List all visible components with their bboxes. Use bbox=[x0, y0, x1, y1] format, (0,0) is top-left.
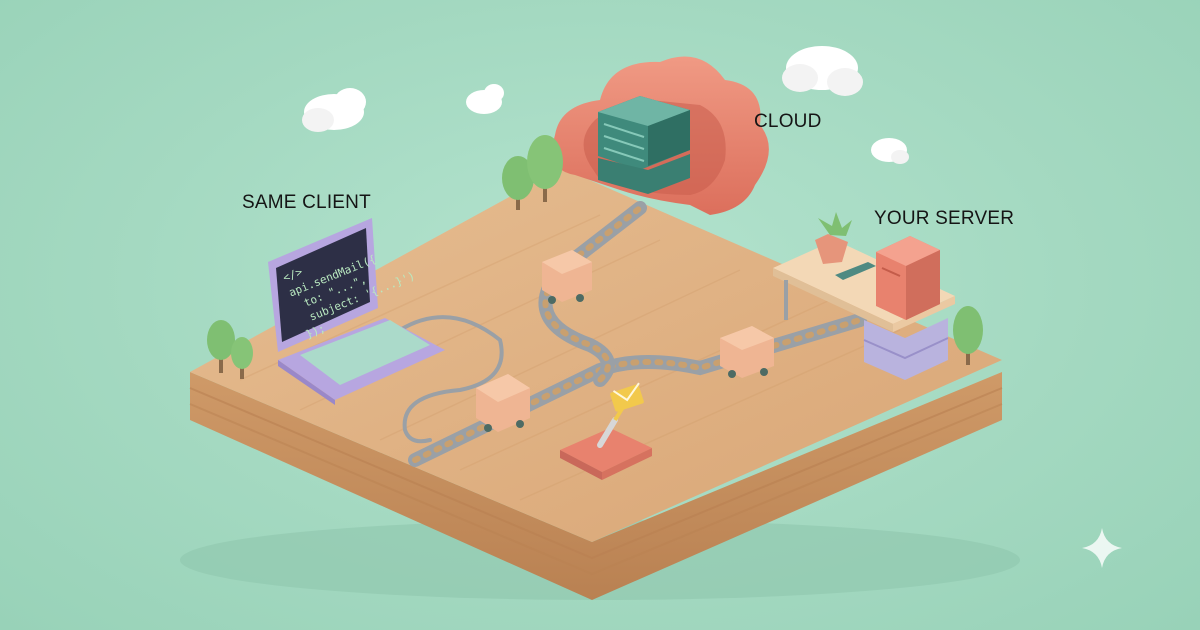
cloud-server-rack bbox=[598, 96, 690, 194]
server-tower bbox=[876, 236, 940, 320]
label-your-server: YOUR SERVER bbox=[874, 208, 1015, 229]
laptop bbox=[268, 218, 445, 405]
tree-right bbox=[953, 306, 983, 365]
cart-left bbox=[476, 374, 530, 432]
track-switch-lever bbox=[560, 402, 652, 480]
sky-cloud-top-right bbox=[782, 46, 863, 96]
sparkle-icon bbox=[1082, 528, 1122, 568]
potted-plant bbox=[815, 212, 852, 264]
envelope-icon bbox=[610, 382, 644, 412]
cart-right bbox=[720, 326, 774, 378]
label-cloud: CLOUD bbox=[754, 111, 822, 132]
tree-group-left bbox=[207, 320, 253, 379]
label-same-client: SAME CLIENT bbox=[242, 192, 371, 213]
sky-cloud-left bbox=[302, 88, 366, 132]
sky-cloud-right bbox=[871, 138, 909, 164]
tree-group-back bbox=[502, 135, 563, 210]
sky-cloud-small bbox=[466, 84, 504, 114]
cart-top bbox=[542, 250, 592, 304]
